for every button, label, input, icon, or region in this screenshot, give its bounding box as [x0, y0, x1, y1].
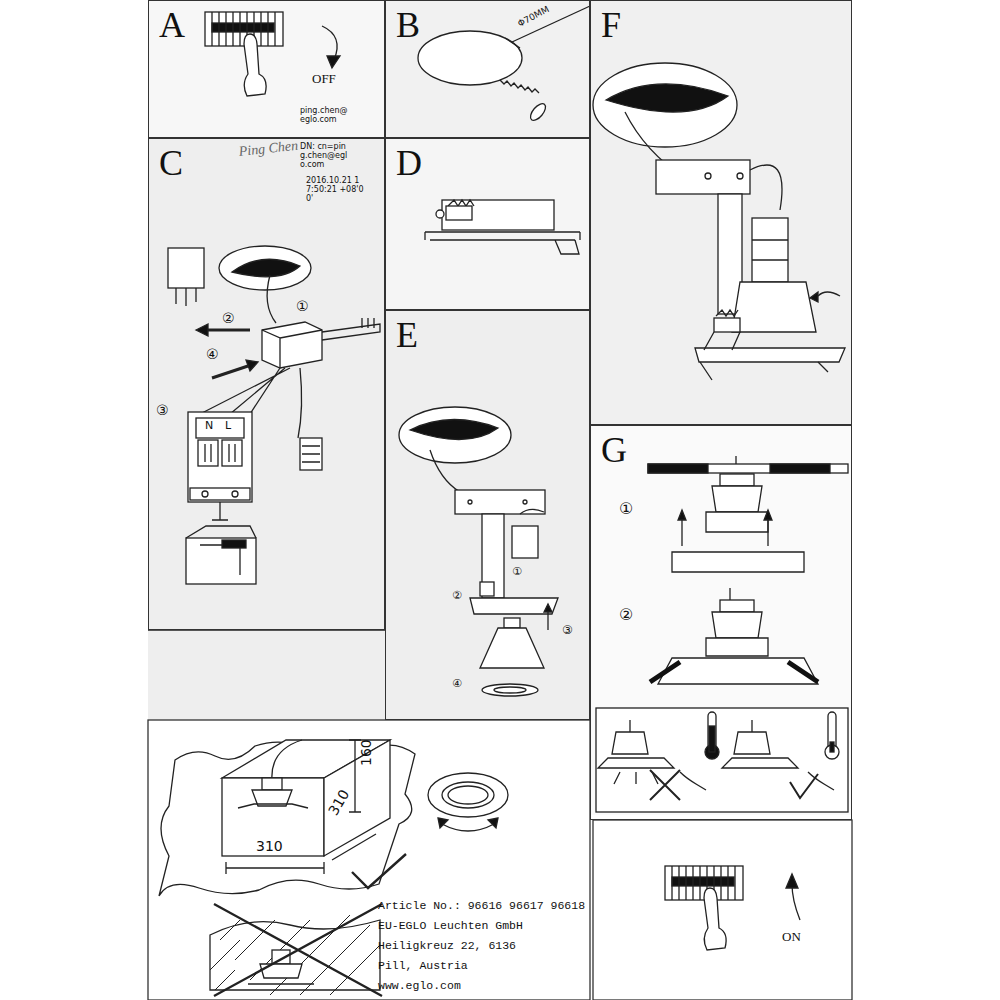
step-panel: D	[385, 138, 590, 310]
callout-number: ②	[452, 590, 462, 603]
step-letter: G	[601, 432, 627, 468]
callout-number: ④	[206, 346, 219, 362]
callout-number: ④	[452, 678, 462, 691]
switch-state: ON	[782, 930, 801, 945]
callout-number: ②	[222, 310, 235, 326]
step-panel: B	[385, 0, 590, 138]
address-line: Heiligkreuz 22, 6136	[378, 939, 516, 952]
address-line: www.eglo.com	[378, 979, 461, 992]
watermark: 2016.10.21 17:50:21 +08'00'	[306, 176, 366, 204]
step-letter: C	[159, 145, 183, 181]
watermark: ping.chen@eglo.com	[300, 106, 352, 124]
step-panel: F	[590, 0, 852, 425]
callout-number: ①	[619, 500, 633, 518]
pin-name: N	[205, 420, 213, 433]
watermark: DN: cn=ping.chen@eglo.com	[300, 142, 352, 170]
step-panel: C	[148, 138, 385, 630]
pin-name: L	[225, 420, 231, 433]
step-panel: A	[148, 0, 385, 138]
address-line: Article No.: 96616 96617 96618	[378, 899, 585, 912]
address-line: Pill, Austria	[378, 959, 468, 972]
step-letter: B	[396, 7, 420, 43]
callout-number: ③	[156, 402, 169, 418]
callout-number: ②	[619, 606, 633, 624]
step-letter: A	[159, 7, 185, 43]
step-letter: F	[601, 7, 621, 43]
address-line: EU-EGLO Leuchten GmbH	[378, 919, 523, 932]
callout-number: ③	[562, 624, 573, 638]
switch-state: OFF	[312, 72, 336, 87]
step-letter: E	[396, 317, 418, 353]
dimension: 160	[358, 739, 374, 766]
dimension: 310	[256, 838, 283, 854]
step-panel: E	[385, 310, 590, 720]
callout-number: ①	[512, 566, 522, 579]
callout-number: ①	[296, 298, 309, 314]
step-letter: D	[396, 145, 422, 181]
